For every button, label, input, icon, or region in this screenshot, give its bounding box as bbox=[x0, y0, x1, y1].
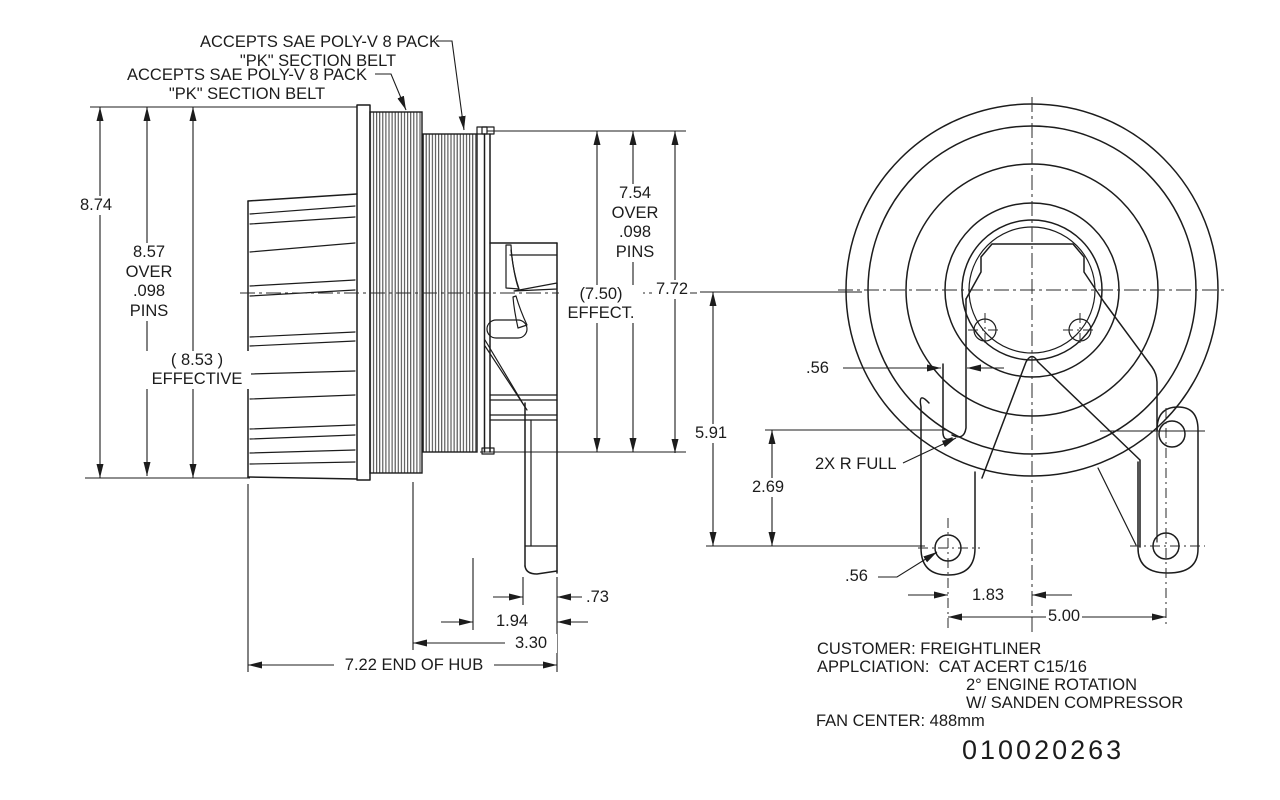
application-note-1: 2° ENGINE ROTATION bbox=[966, 676, 1138, 694]
dim-label-183: 1.83 bbox=[970, 586, 1007, 605]
mounting-plate-edge bbox=[481, 126, 495, 455]
application-line: APPLCIATION: CAT ACERT C15/16 bbox=[817, 658, 1087, 676]
pilot-hole-left bbox=[968, 313, 1002, 347]
dim-label-056-upper: .56 bbox=[806, 359, 829, 377]
application-note-2: W/ SANDEN COMPRESSOR bbox=[966, 694, 1184, 712]
dim-label-073: .73 bbox=[586, 588, 609, 606]
hub-bracket-side-profile bbox=[484, 242, 558, 575]
mount-hole-upper-right bbox=[1158, 420, 1186, 448]
dim-label-194: 1.94 bbox=[496, 612, 529, 630]
belt-note-upper: ACCEPTS SAE POLY-V 8 PACK "PK" SECTION B… bbox=[200, 33, 440, 70]
part-number: 010020263 bbox=[962, 735, 1125, 765]
poly-v-pulley-small bbox=[422, 126, 488, 453]
side-view bbox=[240, 104, 862, 575]
hole-offset-leader bbox=[878, 551, 938, 578]
front-view bbox=[838, 97, 1228, 632]
dim-label-853: ( 8.53 ) EFFECTIVE bbox=[143, 351, 251, 389]
front-view-dimensions bbox=[706, 292, 1166, 621]
mounting-bracket bbox=[919, 243, 1199, 576]
dim-label-857: 8.57 OVER .098 PINS bbox=[115, 243, 183, 321]
dim-label-330: 3.30 bbox=[505, 634, 557, 653]
fan-center-line: FAN CENTER: 488mm bbox=[816, 712, 985, 730]
dim-label-772: 7.72 bbox=[654, 280, 691, 299]
belt-leader-lower bbox=[375, 73, 407, 111]
dim-label-754: 7.54 OVER .098 PINS bbox=[601, 184, 669, 262]
radius-note-label: 2X R FULL bbox=[815, 455, 897, 473]
pilot-hole-right bbox=[1063, 313, 1097, 347]
dim-label-269: 2.69 bbox=[750, 478, 787, 497]
clutch-cone bbox=[247, 193, 358, 480]
dim-label-750: (7.50) EFFECT. bbox=[559, 285, 643, 323]
dim-label-591: 5.91 bbox=[693, 424, 730, 443]
belt-note-lower: ACCEPTS SAE POLY-V 8 PACK "PK" SECTION B… bbox=[127, 66, 367, 103]
dim-label-874: 8.74 bbox=[78, 196, 115, 215]
belt-leader-upper bbox=[436, 40, 466, 131]
dim-label-056-lower: .56 bbox=[845, 567, 868, 585]
customer-line: CUSTOMER: FREIGHTLINER bbox=[817, 640, 1042, 658]
radius-leader bbox=[902, 437, 957, 464]
dim-label-722: 7.22 END OF HUB bbox=[334, 656, 494, 675]
dim-label-500: 5.00 bbox=[1046, 607, 1083, 626]
